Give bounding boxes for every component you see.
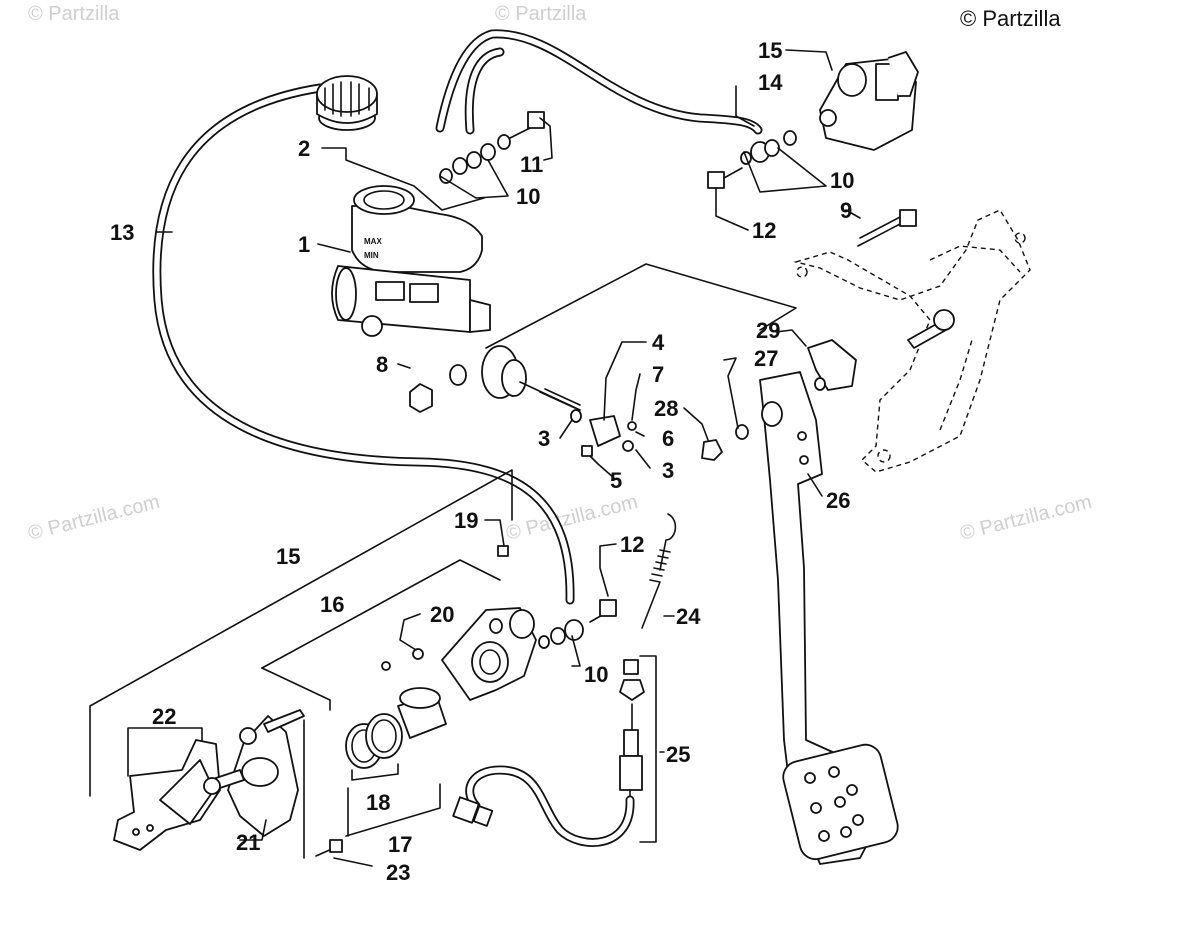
callout-17: 17 <box>388 832 412 857</box>
upper-banjo-hardware <box>707 130 797 189</box>
callout-19: 19 <box>454 508 478 533</box>
copyright-notice: © Partzilla <box>960 6 1061 31</box>
pedal-mount-bracket <box>793 209 1031 473</box>
callout-15-lower: 15 <box>276 544 300 569</box>
watermark-left: © Partzilla.com <box>26 491 162 545</box>
bolt-9 <box>857 209 917 247</box>
clevis-assembly <box>570 409 637 457</box>
piston-and-seals <box>345 687 447 837</box>
callout-8: 8 <box>376 352 388 377</box>
brake-pedal <box>701 339 899 865</box>
return-spring <box>641 513 677 629</box>
max-mark: MAX <box>364 237 382 246</box>
callout-1: 1 <box>298 232 310 257</box>
brake-pads <box>113 727 221 851</box>
callout-12-lower: 12 <box>620 532 644 557</box>
brake-light-switch <box>452 655 657 847</box>
watermark-top-left: © Partzilla <box>28 3 120 25</box>
callout-20: 20 <box>430 602 454 627</box>
callout-7: 7 <box>652 362 664 387</box>
callout-25: 25 <box>666 742 690 767</box>
callout-11: 11 <box>520 152 543 177</box>
pushrod-assembly <box>409 345 581 413</box>
callout-4: 4 <box>652 330 665 355</box>
lower-banjo-hardware <box>381 599 617 671</box>
rear-caliper-upper <box>819 51 919 151</box>
callout-13: 13 <box>110 220 134 245</box>
rear-caliper-lower <box>441 545 537 701</box>
leader-lines <box>155 49 861 867</box>
callout-12-upper: 12 <box>752 218 776 243</box>
callout-21: 21 <box>236 830 260 855</box>
callout-10-upper: 10 <box>830 168 854 193</box>
master-cylinder: MAX MIN <box>331 185 491 337</box>
caliper-bracket <box>203 709 343 859</box>
callout-numbers: 15 14 2 11 10 10 13 1 12 9 4 7 29 27 8 2… <box>110 38 854 885</box>
callout-2: 2 <box>298 136 310 161</box>
watermark-right: © Partzilla.com <box>958 491 1094 545</box>
callout-6: 6 <box>662 426 674 451</box>
callout-16: 16 <box>320 592 344 617</box>
callout-27: 27 <box>754 346 778 371</box>
callout-22: 22 <box>152 704 176 729</box>
brake-light-switch-stud <box>907 309 955 349</box>
callout-29: 29 <box>756 318 780 343</box>
caliper-group-outline <box>89 469 513 797</box>
callout-24: 24 <box>676 604 701 629</box>
reservoir-cap <box>316 75 378 131</box>
callout-23: 23 <box>386 860 410 885</box>
callout-28: 28 <box>654 396 678 421</box>
master-banjo-hardware <box>439 111 545 184</box>
callout-3-right: 3 <box>662 458 674 483</box>
callout-18: 18 <box>366 790 390 815</box>
callout-26: 26 <box>826 488 850 513</box>
min-mark: MIN <box>364 251 379 260</box>
callout-10-lower: 10 <box>584 662 608 687</box>
callout-5: 5 <box>610 468 622 493</box>
callout-10-master: 10 <box>516 184 540 209</box>
brake-hose-long <box>152 83 575 605</box>
brake-hose-upper <box>435 29 763 135</box>
callout-9: 9 <box>840 198 852 223</box>
callout-3-left: 3 <box>538 426 550 451</box>
reservoir-level-marks: MAX MIN <box>364 237 382 260</box>
watermark-top-center: © Partzilla <box>495 3 587 25</box>
callout-14: 14 <box>758 70 783 95</box>
callout-15-upper: 15 <box>758 38 782 63</box>
